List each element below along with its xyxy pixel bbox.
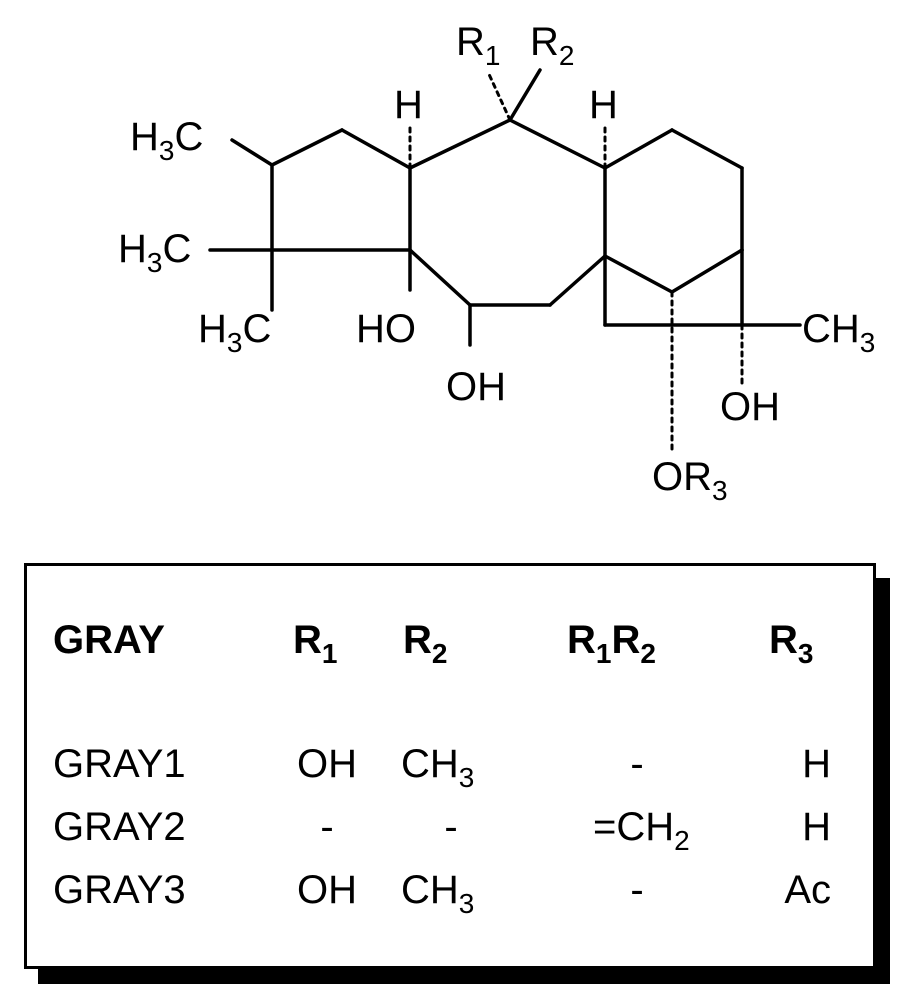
methyl-3-label: H3C	[198, 307, 271, 358]
row2-r1: -	[320, 805, 334, 849]
row2-r1r2: =CH2	[593, 805, 690, 856]
dashed-bond	[486, 70, 512, 122]
row1-r1: OH	[297, 742, 357, 786]
header-r2: R2	[403, 618, 448, 669]
row1-r2: CH3	[401, 742, 475, 793]
row1-r3: H	[802, 742, 831, 786]
header-r3: R3	[769, 618, 814, 669]
bond	[408, 248, 472, 307]
header-gray: GRAY	[53, 618, 165, 662]
row3-r3: Ac	[784, 868, 831, 912]
hydroxyl-ho-label: HO	[356, 307, 416, 351]
or3-label: OR3	[652, 455, 728, 506]
bond	[548, 254, 607, 307]
methyl-1-label: H3C	[130, 115, 203, 166]
bond	[408, 118, 512, 170]
bond	[670, 128, 744, 170]
row3-r1r2: -	[630, 868, 644, 912]
header-r1: R1	[293, 618, 338, 669]
h-top-right-label: H	[589, 83, 618, 127]
methyl-2-label: H3C	[118, 227, 191, 278]
row1-name: GRAY1	[53, 742, 186, 786]
atom-labels: R1 R2 H H H3C H3C H3C HO OH CH3 OH OR3	[118, 20, 875, 506]
row2-r3: H	[802, 805, 831, 849]
row2-name: GRAY2	[53, 805, 186, 849]
bond	[270, 128, 344, 167]
bond	[508, 68, 542, 122]
row2-r2: -	[444, 805, 458, 849]
bond	[508, 118, 607, 170]
chemical-structure: R1 R2 H H H3C H3C H3C HO OH CH3 OH OR3	[118, 20, 875, 506]
hydroxyl-mid-label: OH	[446, 365, 506, 409]
header-r1r2: R1R2	[567, 618, 656, 669]
row1-r1r2: -	[630, 742, 644, 786]
row3-r1: OH	[297, 868, 357, 912]
row3-name: GRAY3	[53, 868, 186, 912]
hydroxyl-right-label: OH	[720, 385, 780, 429]
bonds	[208, 68, 802, 454]
bond	[340, 128, 412, 170]
bond	[603, 128, 674, 170]
methyl-right-label: CH3	[802, 307, 875, 358]
r1-label: R1	[456, 20, 500, 71]
h-top-left-label: H	[394, 83, 423, 127]
row3-r2: CH3	[401, 868, 475, 919]
substituent-table: GRAY R1 R2 R1R2 R3 GRAY1 OH CH3 - H GRAY…	[24, 563, 876, 969]
bond	[603, 254, 674, 294]
r2-label: R2	[530, 20, 574, 71]
bond	[230, 138, 274, 167]
bond	[670, 248, 744, 294]
